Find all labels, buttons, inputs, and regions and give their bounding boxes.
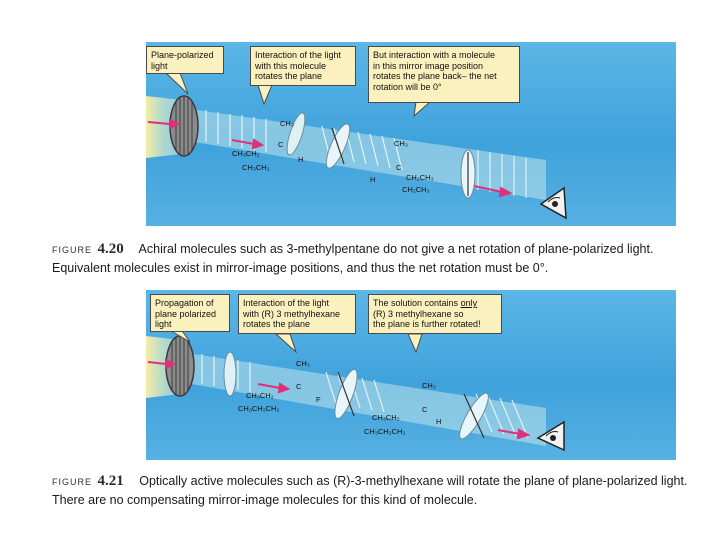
caption-text: Achiral molecules such as 3-methylpentan… <box>52 242 654 275</box>
polarizer-filter <box>165 335 195 397</box>
figure-4-20-drawing <box>146 72 567 220</box>
polarizer-filter <box>169 95 199 157</box>
figure-number: 4.20 <box>97 241 124 257</box>
chem-bottom-group: CH₃CH₂ <box>242 163 270 172</box>
chem-top-group: CH₃ <box>296 359 310 368</box>
callout-interaction-r-methylhexane: Interaction of the light with (R) 3 meth… <box>238 294 356 334</box>
chem-left-group: CH₃CH₂ <box>232 149 260 158</box>
callout-text-after: (R) 3 methylhexane so the plane is furth… <box>373 308 481 329</box>
figure-4-21-illustration: Propagation of plane polarized light Int… <box>146 290 676 460</box>
figure-4-21-caption: FIGURE 4.21 Optically active molecules s… <box>52 472 692 509</box>
figure-4-21-drawing <box>146 327 565 452</box>
propagation-arrows <box>147 118 513 198</box>
callout-text-before: The solution contains <box>373 298 461 308</box>
chem-bottom-group: CH₃CH₂CH₂ <box>364 427 406 436</box>
callout-plane-polarized-light: Plane-polarized light <box>146 46 224 74</box>
chem-center-atom: C <box>396 163 402 172</box>
chem-bottom-group: CH₂CH₃ <box>402 185 430 194</box>
callout-propagation-light: Propagation of plane polarized light <box>150 294 230 332</box>
callout-text-underlined: only <box>460 298 478 308</box>
chem-left-group: CH₃CH₂ <box>372 413 400 422</box>
figure-label: FIGURE <box>52 477 93 487</box>
chem-top-group: CH₃ <box>280 119 294 128</box>
observer-eye-icon <box>536 420 565 452</box>
figure-label: FIGURE <box>52 245 93 255</box>
chem-right-group: H <box>436 417 442 426</box>
chem-right-group: H <box>298 155 304 164</box>
chem-left-group: H <box>370 175 376 184</box>
callout-solution-only-r: The solution contains only (R) 3 methylh… <box>368 294 502 334</box>
observer-eye-icon <box>539 186 567 220</box>
chem-top-group: CH₃ <box>394 139 408 148</box>
callout-mirror-image-rotation: But interaction with a molecule in this … <box>368 46 520 103</box>
chem-bottom-group: CH₃CH₂CH₂ <box>238 404 280 413</box>
chem-right-group: F <box>316 395 321 404</box>
figure-4-20-illustration: Plane-polarized light Interaction of the… <box>146 42 676 226</box>
figure-number: 4.21 <box>97 473 124 489</box>
chem-center-atom: C <box>278 140 284 149</box>
rotated-plane-1 <box>223 351 237 397</box>
chem-center-atom: C <box>296 382 302 391</box>
chem-right-group: CH₂CH₃ <box>406 173 434 182</box>
caption-text: Optically active molecules such as (R)-3… <box>52 474 688 507</box>
rotated-plane-1 <box>286 112 306 156</box>
callout-pointers <box>164 72 432 118</box>
chem-center-atom: C <box>422 405 428 414</box>
chem-top-group: CH₃ <box>422 381 436 390</box>
polarized-beam-band <box>180 352 546 446</box>
propagation-arrows <box>147 358 531 440</box>
chem-left-group: CH₃CH₂ <box>246 391 274 400</box>
callout-interaction-rotates: Interaction of the light with this molec… <box>250 46 356 86</box>
figure-4-20-caption: FIGURE 4.20 Achiral molecules such as 3-… <box>52 240 692 277</box>
